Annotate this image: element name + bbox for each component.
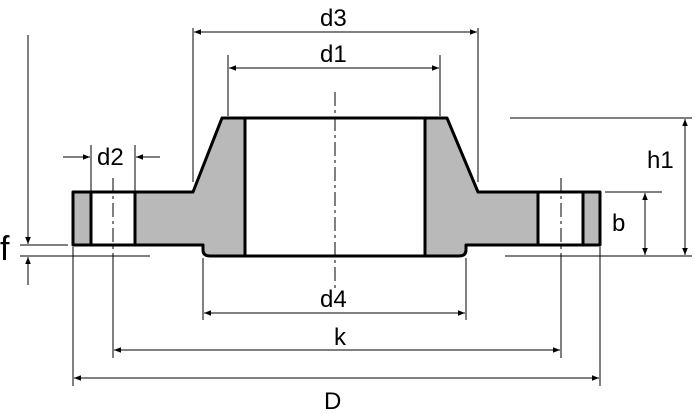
label-h1: h1 <box>647 147 674 174</box>
label-d3: d3 <box>320 5 347 32</box>
label-d4: d4 <box>320 286 347 313</box>
label-b: b <box>612 210 625 237</box>
extension-lines <box>20 28 692 386</box>
flange-section <box>71 116 602 258</box>
centerlines <box>112 92 562 290</box>
label-f: f <box>0 230 10 268</box>
dimension-lines <box>25 29 688 381</box>
label-d2: d2 <box>97 144 124 171</box>
label-D: D <box>324 388 341 414</box>
label-k: k <box>334 324 347 351</box>
label-d1: d1 <box>320 41 347 68</box>
